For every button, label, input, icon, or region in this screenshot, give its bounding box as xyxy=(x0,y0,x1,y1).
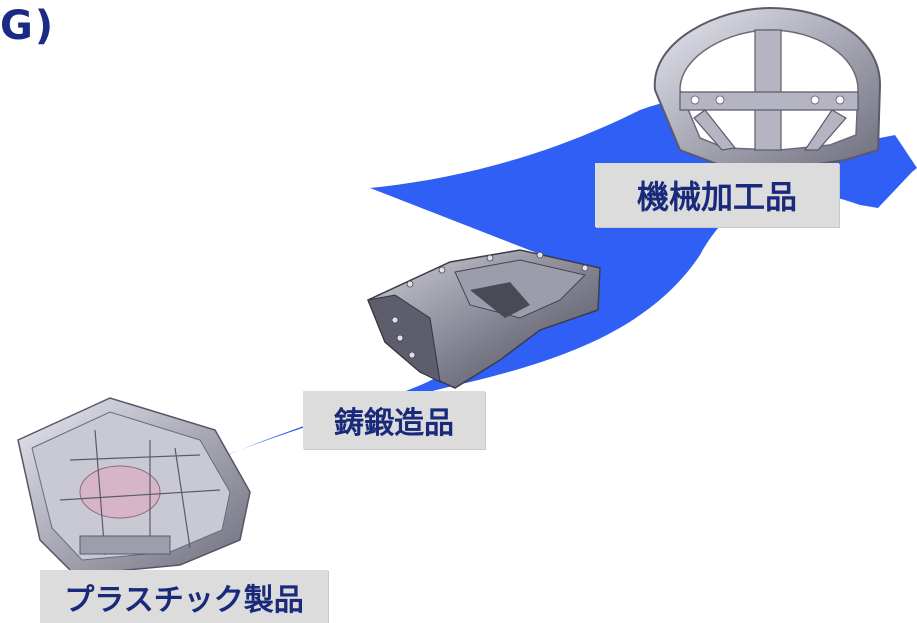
title-fragment: G) xyxy=(0,3,56,49)
plastic-housing-image xyxy=(17,397,251,576)
machined-frame-image xyxy=(653,6,882,170)
cast-oil-pan-image xyxy=(367,249,601,389)
label-cast-forged-products: 鋳鍛造品 xyxy=(303,391,485,449)
label-plastic-products: プラスチック製品 xyxy=(40,570,328,623)
label-machined-products: 機械加工品 xyxy=(595,163,839,227)
